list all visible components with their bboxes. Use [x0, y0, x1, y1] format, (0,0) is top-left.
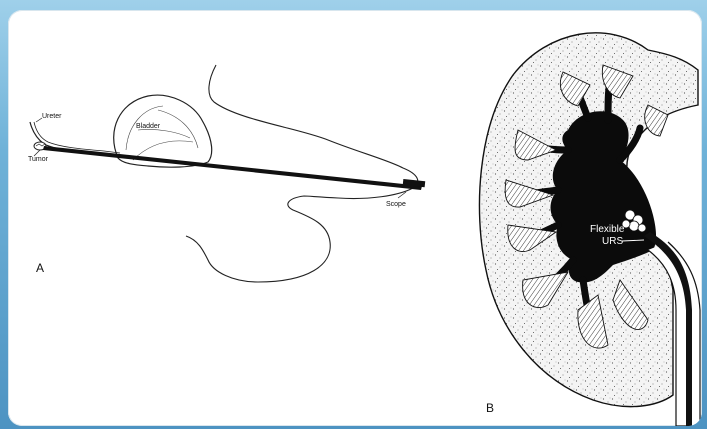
- scope: [43, 146, 422, 190]
- panel-b: Flexible URS B: [479, 33, 700, 426]
- label-ureter: Ureter: [42, 113, 62, 120]
- label-bladder: Bladder: [136, 123, 161, 130]
- panel-a-letter: A: [36, 261, 44, 275]
- illustration: Ureter Tumor Bladder Scope A: [8, 10, 702, 426]
- panel-a: Ureter Tumor Bladder Scope A: [28, 65, 425, 282]
- label-tumor: Tumor: [28, 156, 49, 163]
- label-scope: Scope: [386, 201, 406, 208]
- label-flexible: Flexible: [590, 224, 625, 235]
- figure-panel: Ureter Tumor Bladder Scope A: [8, 10, 702, 426]
- panel-b-letter: B: [486, 401, 494, 415]
- label-urs: URS: [602, 236, 623, 247]
